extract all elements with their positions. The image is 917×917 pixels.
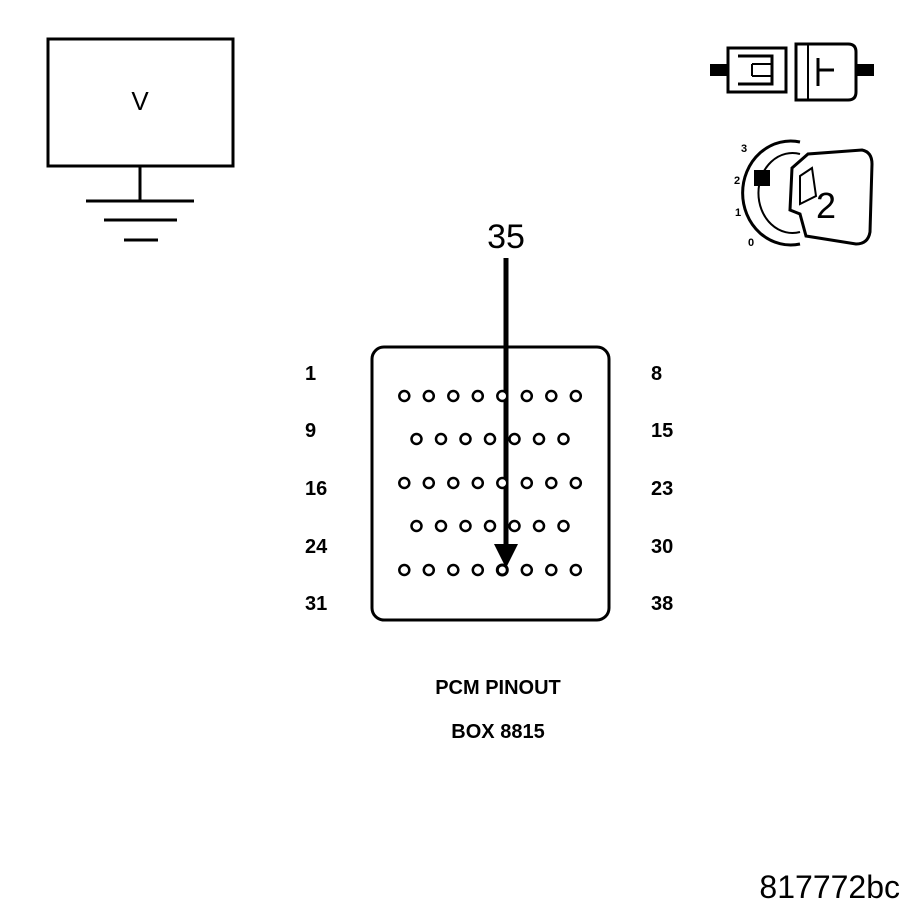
pin-hole-2: [422, 389, 436, 403]
ignition-position-3: 3: [741, 143, 747, 155]
row-labels-left: 1 9 16 24 31: [305, 363, 328, 615]
pointer-pin-label: 35: [487, 218, 525, 256]
pin-pointer: 35: [487, 218, 525, 568]
pin-hole-22: [545, 476, 558, 490]
row-label-left: 31: [305, 593, 327, 615]
pin-hole-23: [569, 476, 583, 490]
row-label-right: 23: [651, 478, 673, 500]
pin-hole-32: [422, 563, 436, 577]
row-label-right: 8: [651, 363, 662, 385]
pin-hole-38: [569, 563, 583, 577]
pin-hole-18: [447, 476, 460, 490]
pin-hole-11: [459, 432, 472, 446]
pin-hole-12: [483, 432, 497, 446]
pin-hole-31: [398, 563, 411, 577]
pointer-arrow-head: [494, 544, 518, 568]
pin-hole-30: [557, 519, 570, 533]
pin-hole-26: [459, 519, 472, 533]
pin-hole-19: [471, 476, 485, 490]
ignition-position-2: 2: [734, 175, 740, 187]
pin-holes: [398, 389, 583, 577]
caption-title: PCM PINOUT: [435, 677, 561, 699]
row-label-right: 15: [651, 420, 673, 442]
pin-hole-14: [532, 432, 546, 446]
pin-hole-15: [557, 432, 570, 446]
pin-hole-24: [410, 519, 423, 533]
pin-hole-4: [471, 389, 485, 403]
pin-hole-17: [422, 476, 436, 490]
pin-hole-27: [483, 519, 497, 533]
ignition-key-icon: 3 2 1 0 2: [734, 139, 874, 249]
pin-hole-28: [508, 519, 521, 533]
pin-hole-8: [569, 389, 583, 403]
pin-hole-34: [471, 563, 485, 577]
connector-housing: [370, 345, 611, 622]
pin-hole-1: [398, 389, 411, 403]
row-label-left: 1: [305, 363, 316, 385]
pin-hole-13: [508, 432, 521, 446]
voltmeter-label: V: [131, 86, 149, 116]
pin-hole-20: [496, 476, 509, 490]
pin-hole-25: [434, 519, 448, 533]
ground-icon: [86, 199, 194, 242]
voltmeter-symbol: V: [46, 37, 235, 242]
row-label-left: 9: [305, 420, 316, 442]
pin-hole-9: [410, 432, 423, 446]
ignition-key-position: 2: [816, 185, 836, 226]
row-label-left: 24: [305, 536, 328, 558]
pin-hole-37: [545, 563, 558, 577]
row-label-right: 30: [651, 536, 673, 558]
pin-hole-35: [495, 563, 509, 577]
caption-subtitle: BOX 8815: [451, 721, 544, 743]
pin-hole-7: [545, 389, 558, 403]
pin-hole-21: [520, 476, 534, 490]
pin-hole-6: [520, 389, 534, 403]
row-label-right: 38: [651, 593, 673, 615]
pin-hole-10: [434, 432, 448, 446]
pin-hole-36: [520, 563, 534, 577]
ignition-position-1: 1: [735, 207, 741, 219]
row-label-left: 16: [305, 478, 327, 500]
pcm-connector: [370, 345, 611, 622]
pin-hole-33: [447, 563, 460, 577]
pin-hole-5: [496, 389, 509, 403]
ignition-position-0: 0: [748, 237, 754, 249]
pin-hole-16: [398, 476, 411, 490]
pin-hole-29: [532, 519, 546, 533]
pin-hole-3: [447, 389, 460, 403]
row-labels-right: 8 15 23 30 38: [651, 363, 673, 615]
disconnected-connector-icon: [710, 42, 874, 102]
figure-reference: 817772bc: [759, 869, 900, 905]
